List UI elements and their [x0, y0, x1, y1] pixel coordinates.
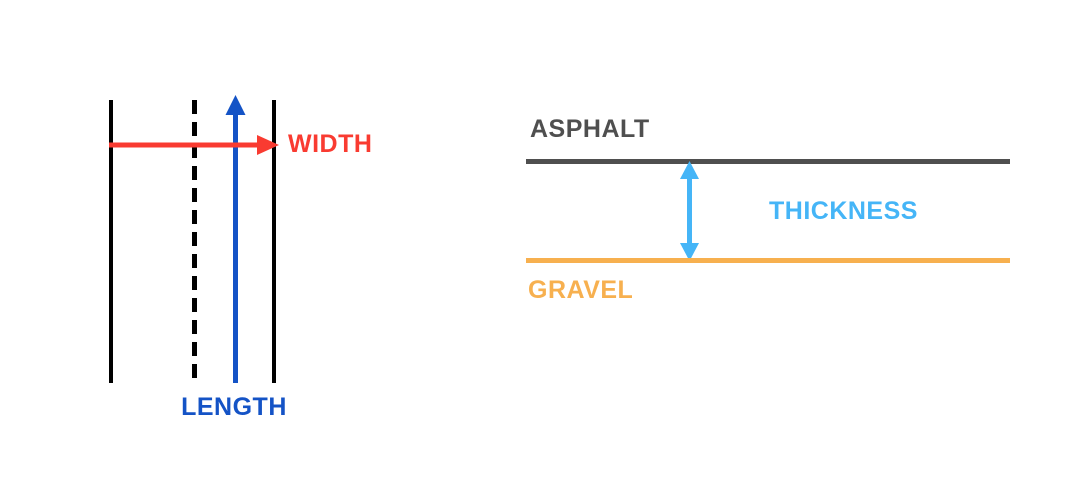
width-arrow-icon: [109, 135, 279, 155]
length-arrow-icon: [225, 95, 246, 383]
length-label: LENGTH: [181, 393, 287, 421]
thickness-label: THICKNESS: [769, 197, 918, 225]
asphalt-layer-line: [526, 159, 1010, 164]
asphalt-label: ASPHALT: [530, 115, 650, 143]
gravel-label: GRAVEL: [528, 276, 634, 304]
road-right-edge-line: [272, 100, 276, 383]
road-left-edge-line: [109, 100, 113, 383]
width-label: WIDTH: [288, 130, 373, 158]
gravel-layer-line: [526, 258, 1010, 263]
thickness-double-arrow-icon: [680, 161, 699, 261]
road-center-dashed-line: [192, 100, 197, 383]
